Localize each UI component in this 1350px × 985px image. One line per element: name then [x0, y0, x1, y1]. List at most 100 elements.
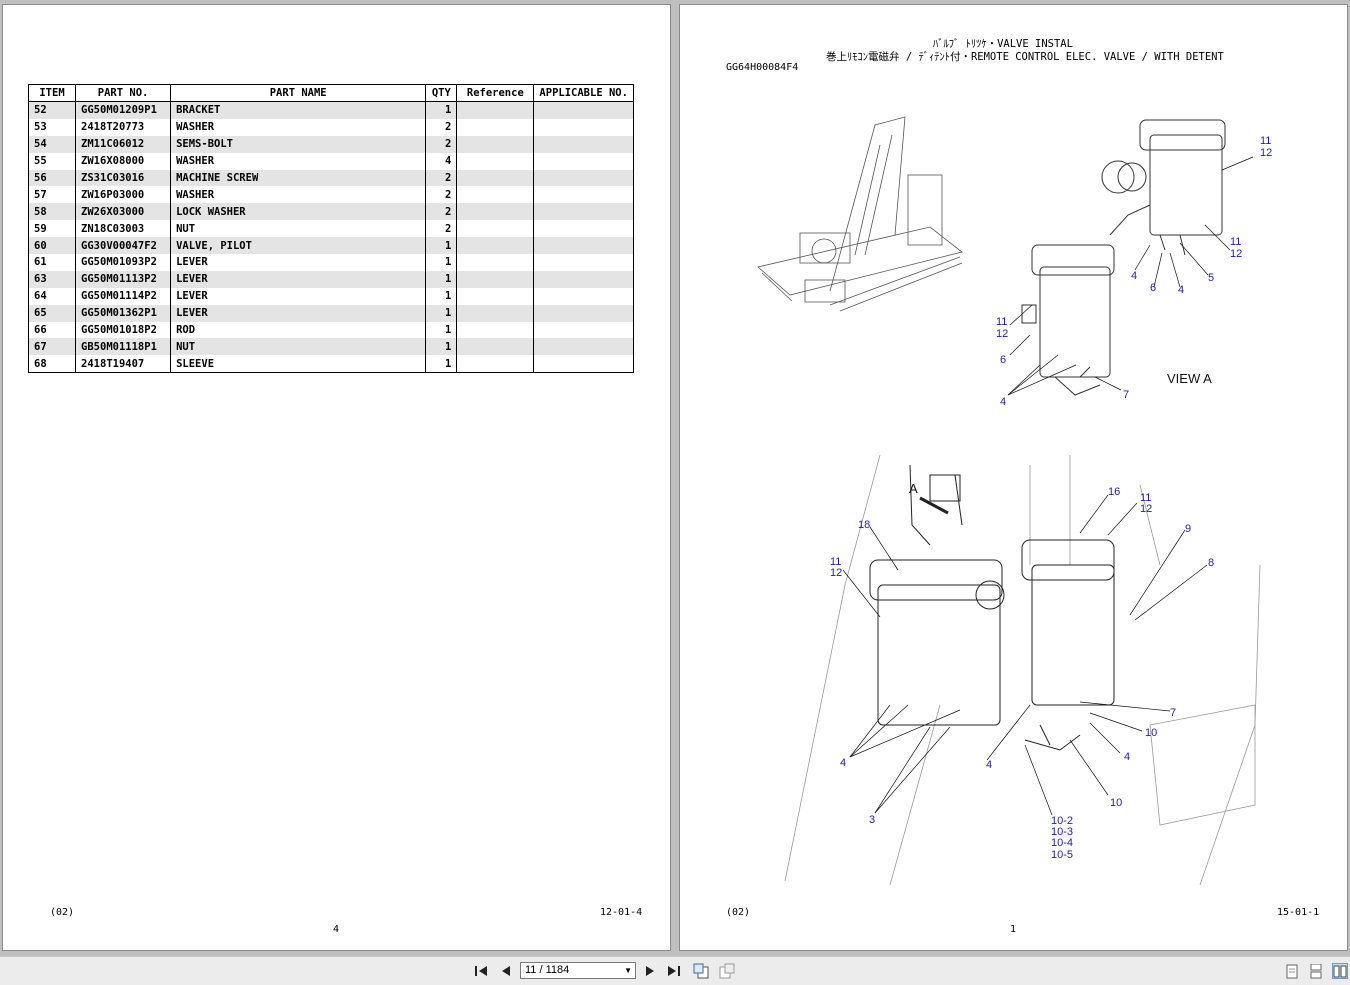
- callout-11: 11: [1230, 236, 1241, 248]
- callout-16: 16: [1108, 486, 1120, 498]
- parts-table-header: ITEM PART NO. PART NAME QTY Reference AP…: [27, 84, 634, 102]
- view-a-valves: [1021, 119, 1226, 396]
- applicable-no-cell: [533, 254, 634, 271]
- single-page-view-icon: [1286, 964, 1298, 978]
- item-cell: 66: [27, 321, 77, 339]
- prev-page-icon: [502, 966, 510, 976]
- applicable-no-cell: [533, 237, 634, 255]
- applicable-no-cell: [533, 338, 634, 356]
- reference-cell: [456, 237, 535, 255]
- part-no-cell: GG50M01113P2: [75, 270, 172, 288]
- qty-cell: 2: [425, 169, 458, 187]
- qty-cell: 1: [425, 287, 458, 305]
- part-name-cell: SEMS-BOLT: [170, 135, 427, 153]
- item-cell: 58: [27, 203, 77, 221]
- next-page-button[interactable]: [642, 963, 658, 979]
- item-cell: 67: [27, 338, 77, 356]
- right-page: ﾊﾞﾙﾌﾞ ﾄﾘﾂｹ・VALVE INSTAL 巻上ﾘﾓｺﾝ電磁弁 / ﾃﾞｨﾃ…: [679, 4, 1348, 951]
- callout-11: 11: [830, 556, 841, 568]
- forward-view-button[interactable]: [719, 963, 735, 979]
- first-page-button[interactable]: [473, 963, 489, 979]
- reference-cell: [456, 135, 535, 153]
- reference-cell: [456, 220, 535, 238]
- reference-cell: [456, 355, 535, 374]
- two-page-view-icon: [1333, 965, 1347, 977]
- qty-cell: 1: [425, 254, 458, 271]
- exploded-view-drawing: 11 12 11 12 4 6 4 5 11 12 6 4 7 VIEW A A…: [757, 116, 1272, 886]
- applicable-no-cell: [533, 304, 634, 322]
- callout-10: 10: [1110, 797, 1122, 809]
- part-no-cell: GG50M01093P2: [75, 254, 172, 271]
- page-number-field[interactable]: 11 / 1184 ▼: [520, 962, 636, 979]
- last-page-button[interactable]: [666, 963, 682, 979]
- part-no-cell: ZW16P03000: [75, 186, 172, 204]
- part-no-cell: 2418T19407: [75, 355, 172, 374]
- part-no-cell: 2418T20773: [75, 118, 172, 136]
- reference-cell: [456, 287, 535, 305]
- reference-cell: [456, 152, 535, 170]
- first-page-icon: [475, 966, 487, 976]
- part-name-cell: LEVER: [170, 304, 427, 322]
- part-name-cell: NUT: [170, 338, 427, 356]
- reference-cell: [456, 169, 535, 187]
- next-page-icon: [646, 966, 654, 976]
- reference-cell: [456, 338, 535, 356]
- part-name-cell: LEVER: [170, 270, 427, 288]
- continuous-view-button[interactable]: [1308, 963, 1324, 979]
- two-page-view-button[interactable]: [1332, 963, 1348, 979]
- back-view-icon: [693, 963, 709, 979]
- qty-cell: 2: [425, 186, 458, 204]
- applicable-no-cell: [533, 270, 634, 288]
- drawing-number: GG64H00084F4: [726, 62, 799, 73]
- chevron-down-icon[interactable]: ▼: [624, 966, 632, 975]
- item-cell: 53: [27, 118, 77, 136]
- applicable-no-cell: [533, 203, 634, 221]
- part-no-cell: ZM11C06012: [75, 135, 172, 153]
- reference-cell: [456, 270, 535, 288]
- callout-7: 7: [1123, 389, 1129, 401]
- col-part-no-header: PART NO.: [75, 84, 172, 102]
- item-cell: 61: [27, 254, 77, 271]
- item-cell: 52: [27, 101, 77, 119]
- prev-page-button[interactable]: [498, 963, 514, 979]
- right-section-number: 15-01-1: [1277, 907, 1320, 918]
- part-no-cell: GG50M01018P2: [75, 321, 172, 339]
- applicable-no-cell: [533, 169, 634, 187]
- back-view-button[interactable]: [693, 963, 709, 979]
- single-page-view-button[interactable]: [1284, 963, 1300, 979]
- callout-4: 4: [1000, 396, 1006, 408]
- qty-cell: 2: [425, 135, 458, 153]
- item-cell: 65: [27, 304, 77, 322]
- qty-cell: 4: [425, 152, 458, 170]
- reference-cell: [456, 321, 535, 339]
- item-cell: 57: [27, 186, 77, 204]
- part-name-cell: WASHER: [170, 152, 427, 170]
- reference-cell: [456, 304, 535, 322]
- applicable-no-cell: [533, 101, 634, 119]
- part-no-cell: ZS31C03016: [75, 169, 172, 187]
- callout-10-4: 10-4: [1051, 837, 1073, 849]
- forward-view-icon: [719, 963, 735, 979]
- part-name-cell: SLEEVE: [170, 355, 427, 374]
- main-valve-assembly: [869, 464, 1115, 751]
- item-cell: 63: [27, 270, 77, 288]
- callout-9: 9: [1185, 523, 1191, 535]
- callout-3: 3: [869, 814, 875, 826]
- col-qty-header: QTY: [425, 84, 458, 102]
- callout-11: 11: [1260, 135, 1271, 147]
- callout-4: 4: [986, 759, 992, 771]
- view-a-label: VIEW A: [1167, 371, 1212, 386]
- viewer-toolbar: 11 / 1184 ▼: [0, 956, 1350, 985]
